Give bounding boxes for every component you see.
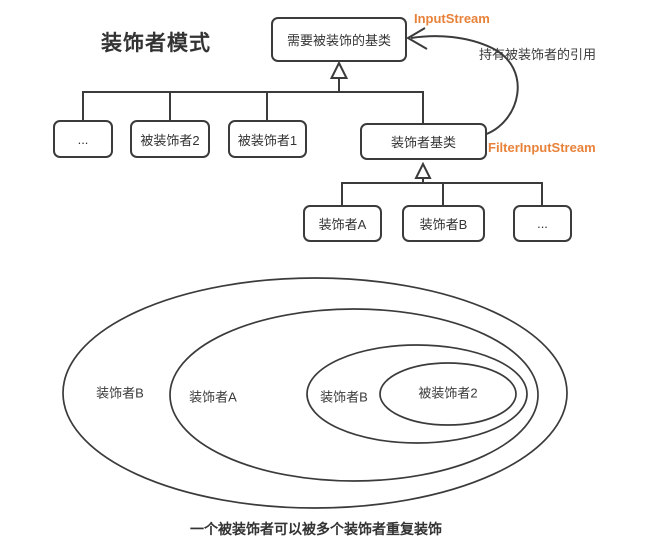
ellipse-label-decoratorA: 装饰者A <box>189 389 237 405</box>
node-decorator-base: 装饰者基类 <box>360 123 487 160</box>
reference-arrowhead <box>406 27 428 50</box>
ellipse-label-inner-decoratorB: 装饰者B <box>320 389 368 405</box>
node-decorator-ellipsis: ... <box>513 205 572 242</box>
node-decorated-1: 被装饰者1 <box>228 120 307 158</box>
nested-ellipses <box>62 277 568 509</box>
inheritance-triangle-decorator-base <box>414 161 432 179</box>
ellipse-outer-decoratorB <box>62 277 568 509</box>
reference-curve <box>410 35 519 136</box>
row2-connector-line <box>82 91 424 123</box>
ellipse-label-outer-decoratorB: 装饰者B <box>96 385 144 401</box>
holds-reference-arrow <box>406 27 519 136</box>
node-decorator-a: 装饰者A <box>303 205 382 242</box>
node-decorated-2: 被装饰者2 <box>130 120 210 158</box>
inheritance-connectors <box>82 78 543 205</box>
ellipse-decorated2 <box>379 362 517 426</box>
annotation-inputstream: InputStream <box>414 11 490 26</box>
bottom-caption: 一个被装饰者可以被多个装饰者重复装饰 <box>190 521 442 537</box>
node-decorated-ellipsis: ... <box>53 120 113 158</box>
annotation-filterinputstream: FilterInputStream <box>488 140 596 155</box>
ellipse-decoratorA <box>169 308 539 482</box>
page-title: 装饰者模式 <box>101 32 211 55</box>
annotation-holds-reference: 持有被装饰者的引用 <box>479 47 597 62</box>
node-decorator-b: 装饰者B <box>402 205 485 242</box>
inheritance-triangle-top <box>329 60 349 79</box>
ellipse-label-decorated2: 被装饰者2 <box>418 385 478 401</box>
node-base-class: 需要被装饰的基类 <box>271 17 407 62</box>
ellipse-inner-decoratorB <box>306 344 528 444</box>
